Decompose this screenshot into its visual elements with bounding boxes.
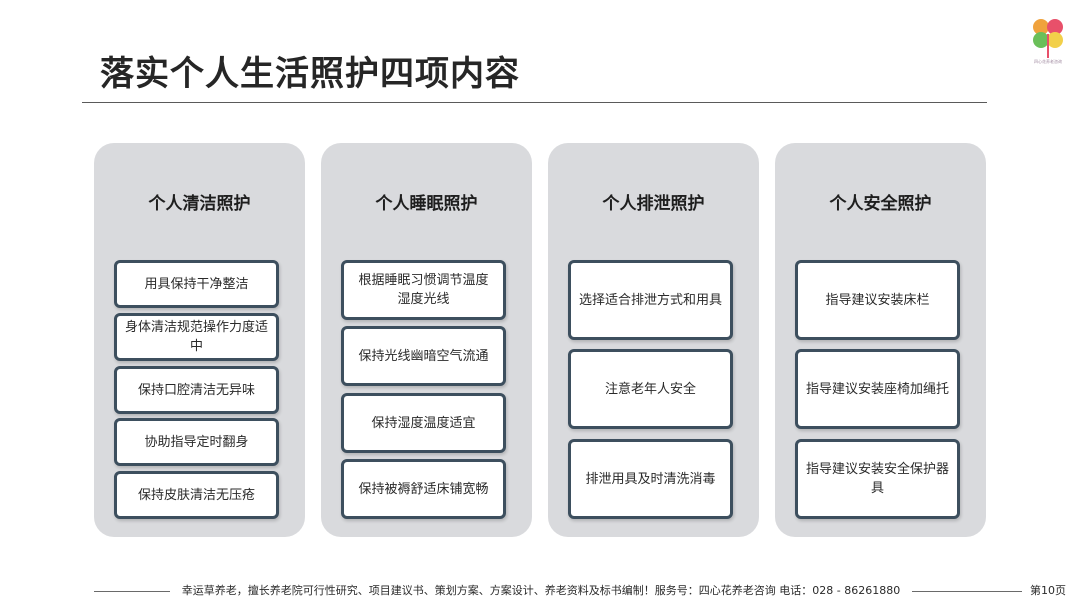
card-title: 个人清洁照护 [148,194,251,214]
list-item: 保持皮肤清洁无压疮 [114,471,279,519]
list-item: 注意老年人安全 [568,349,733,429]
list-item: 保持被褥舒适床铺宽畅 [341,459,506,519]
clover-logo-icon [1033,19,1063,58]
page-number: 第10页 [1030,584,1066,597]
slide-title: 落实个人生活照护四项内容 [100,54,520,94]
list-item: 指导建议安装安全保护器具 [795,439,960,519]
card-title: 个人排泄照护 [602,194,705,214]
card-personal-cleaning: 个人清洁照护 用具保持干净整洁 身体清洁规范操作力度适中 保持口腔清洁无异味 协… [94,143,305,537]
title-divider [82,102,987,103]
list-item: 根据睡眠习惯调节温度湿度光线 [341,260,506,320]
list-item: 身体清洁规范操作力度适中 [114,313,279,361]
list-item: 排泄用具及时清洗消毒 [568,439,733,519]
list-item: 用具保持干净整洁 [114,260,279,308]
card-title: 个人安全照护 [829,194,932,214]
list-item: 指导建议安装座椅加绳托 [795,349,960,429]
list-item: 选择适合排泄方式和用具 [568,260,733,340]
list-item: 保持口腔清洁无异味 [114,366,279,414]
list-item: 指导建议安装床栏 [795,260,960,340]
footer-text: 幸运草养老，擅长养老院可行性研究、项目建议书、策划方案、方案设计、养老资料及标书… [181,584,901,597]
card-personal-sleep: 个人睡眠照护 根据睡眠习惯调节温度湿度光线 保持光线幽暗空气流通 保持湿度温度适… [321,143,532,537]
list-item: 保持光线幽暗空气流通 [341,326,506,386]
card-title: 个人睡眠照护 [375,194,478,214]
list-item: 协助指导定时翻身 [114,418,279,466]
card-personal-excretion: 个人排泄照护 选择适合排泄方式和用具 注意老年人安全 排泄用具及时清洗消毒 [548,143,759,537]
footer-divider-left [94,591,170,592]
footer-divider-right [912,591,1022,592]
list-item: 保持湿度温度适宜 [341,393,506,453]
logo-text: 四心花养老咨询 [1034,59,1062,64]
card-personal-safety: 个人安全照护 指导建议安装床栏 指导建议安装座椅加绳托 指导建议安装安全保护器具 [775,143,986,537]
